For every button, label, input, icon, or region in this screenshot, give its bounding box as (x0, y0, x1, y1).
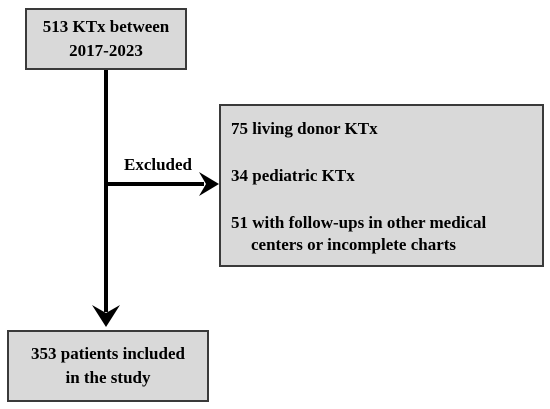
exclusion-item-living-donor: 75 living donor KTx (231, 119, 378, 138)
excluded-label: Excluded (124, 155, 193, 174)
exclusion-item-follow-up-line1: 51 with follow-ups in other medical (231, 213, 487, 232)
total-ktx-box: 513 KTx between 2017-2023 (25, 8, 187, 70)
total-ktx-line2: 2017-2023 (69, 41, 143, 60)
included-patients-line2: in the study (65, 368, 151, 387)
exclusion-box: 75 living donor KTx 34 pediatric KTx 51 … (219, 104, 544, 267)
included-patients-line1: 353 patients included (31, 344, 185, 363)
exclusion-item-follow-up: 51 with follow-ups in other medical cent… (231, 212, 542, 256)
total-ktx-line1: 513 KTx between (42, 17, 170, 36)
right-arrowhead (199, 172, 219, 196)
down-arrowhead (92, 305, 120, 327)
included-patients-box: 353 patients included in the study (7, 330, 209, 402)
exclusion-item-pediatric: 34 pediatric KTx (231, 166, 355, 185)
exclusion-item-follow-up-line2: centers or incomplete charts (251, 235, 457, 254)
